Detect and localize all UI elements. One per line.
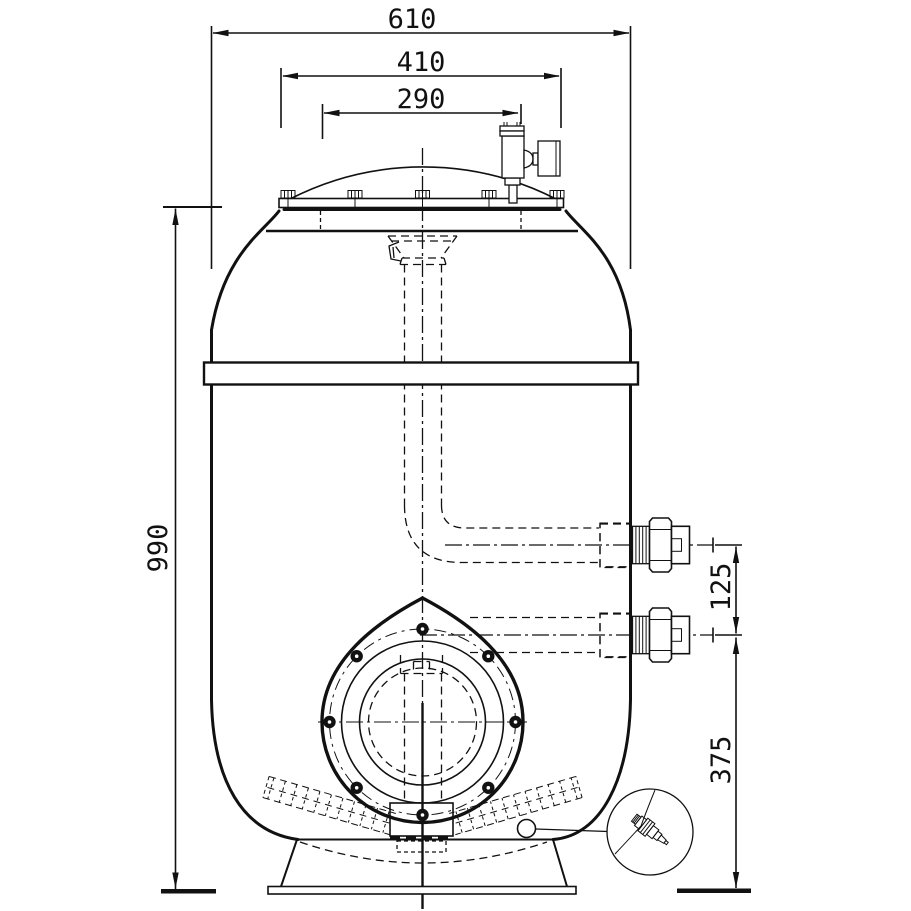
sight-glass-rim [320,596,525,825]
dim-label-overall-width: 610 [388,4,437,35]
shoulder-left [210,209,281,332]
dim-lower-port-height: 375 [677,637,751,893]
pressure-gauge [537,140,561,177]
sight-glass-bolt [323,715,336,729]
drain-detail [516,788,694,876]
lid-dome [289,166,557,200]
dim-lid-inner-width: 290 [321,84,522,139]
bottom-knuckle-left [210,698,300,841]
bottom-dome-hidden-edge [299,841,548,864]
sight-glass-bolt [482,781,495,794]
bottom-knuckle-right [551,698,632,841]
shoulder-right [564,209,632,332]
drain-boss [516,818,537,839]
lid-flange [278,197,565,209]
sight-glass-bolt [416,808,429,822]
sight-glass-bolt [509,715,522,729]
sight-glass [318,596,527,825]
detail-circle [606,788,694,876]
sight-glass-bolt [350,781,363,794]
dim-lid-flange-width: 410 [280,47,562,128]
ground-tick-right [677,888,751,893]
dimension-annotations: 610 410 290 990 [143,4,751,894]
dim-label-overall-height: 990 [143,524,174,573]
dim-label-lid-inner-width: 290 [397,84,446,115]
drain-valve-icon [630,813,669,846]
air-relief-valve [499,122,561,204]
dim-label-lower-port-height: 375 [706,736,737,785]
dim-overall-width: 610 [210,4,632,269]
detail-leader-line [535,828,609,833]
dim-label-port-spacing: 125 [706,563,737,612]
internal-elbow [403,504,599,564]
sight-glass-bolt [416,622,429,636]
sight-glass-bolt [350,650,363,663]
mounting-band [202,361,640,386]
ground-tick-left [161,889,216,894]
valve-body [501,135,525,179]
dim-overall-height: 990 [143,206,222,894]
base-plate [267,885,577,895]
dim-label-lid-flange-width: 410 [397,47,446,78]
standpipe-coupling [399,655,444,675]
diffuser-clip [388,241,402,262]
sight-glass-bolt [482,650,495,663]
lower-port-pipe [470,616,600,654]
base-stand [267,838,577,895]
dim-port-spacing: 125 [706,537,742,643]
